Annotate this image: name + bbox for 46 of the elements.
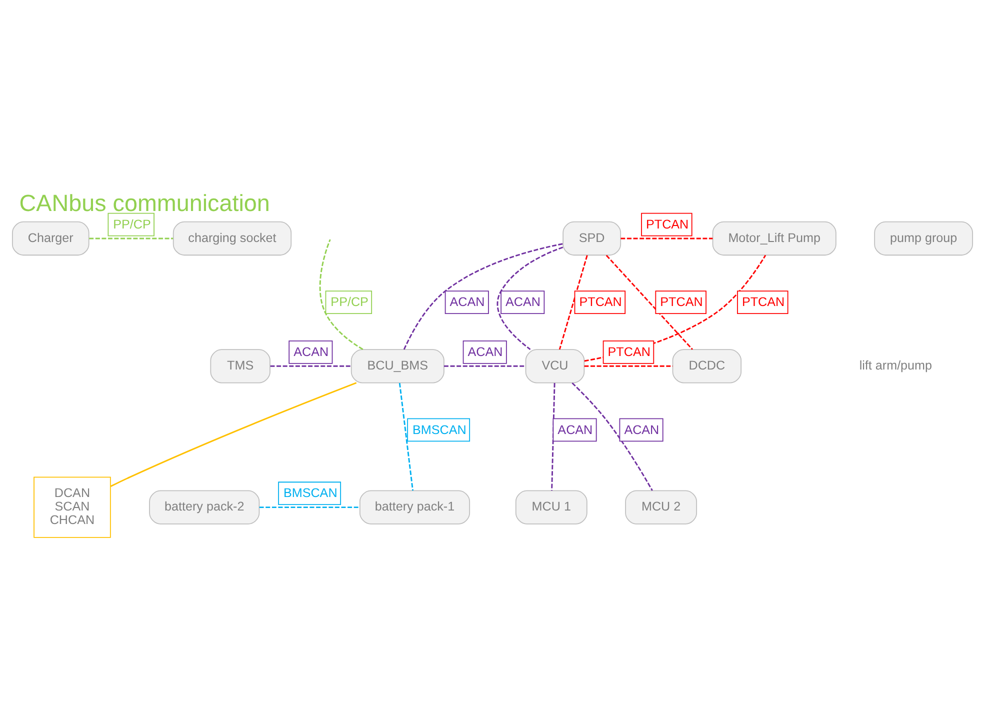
- edge-label: BMSCAN: [283, 486, 338, 500]
- connector: [584, 364, 673, 366]
- node-box: VCU: [525, 348, 585, 383]
- edge-label: ACAN: [558, 422, 593, 436]
- edge-label: PTCAN: [646, 216, 689, 231]
- connector: [620, 237, 713, 239]
- node-box: BCU_BMS: [350, 348, 444, 383]
- connector: [270, 364, 352, 366]
- edge-label: PTCAN: [579, 294, 622, 309]
- node-box: MCU 1: [515, 490, 588, 524]
- connector: [403, 242, 564, 350]
- edge-label: PTCAN: [608, 344, 650, 358]
- connector: [259, 506, 360, 508]
- connector: [606, 254, 693, 350]
- connector: [89, 237, 174, 239]
- connector: [558, 254, 588, 350]
- connector: [496, 246, 564, 350]
- node-box: charging socket: [172, 220, 292, 256]
- edge-label: ACAN: [468, 344, 503, 358]
- node-box: SPD: [562, 220, 622, 256]
- diagram-title: CANbus communication: [19, 189, 270, 216]
- node-box: Charger: [12, 220, 90, 256]
- connector: [110, 382, 357, 486]
- node-box: pump group: [874, 220, 973, 256]
- node-box: TMS: [210, 348, 270, 383]
- edge-label: PP/CP: [330, 294, 368, 309]
- node-box: DCDC: [672, 348, 742, 383]
- connector: [319, 238, 364, 350]
- connector: [551, 382, 556, 490]
- edge-label: ACAN: [506, 294, 540, 309]
- node-box: battery pack-1: [359, 490, 470, 524]
- edge-label: PTCAN: [742, 294, 785, 309]
- edge-label: ACAN: [450, 294, 485, 309]
- connector: [572, 382, 653, 490]
- node-box: MCU 2: [625, 490, 698, 524]
- connector: [398, 382, 414, 490]
- edge-label: BMSCAN: [412, 422, 466, 436]
- connector: [444, 364, 526, 366]
- edge-label: PTCAN: [660, 294, 703, 309]
- node-box: DCAN SCAN CHCAN: [34, 476, 111, 538]
- edge-label: ACAN: [624, 422, 660, 436]
- node-box: Motor_Lift Pump: [712, 220, 836, 256]
- label: lift arm/pump: [859, 358, 932, 372]
- node-box: battery pack-2: [149, 490, 260, 524]
- edge-label: PP/CP: [113, 216, 151, 231]
- edge-label: ACAN: [294, 344, 329, 358]
